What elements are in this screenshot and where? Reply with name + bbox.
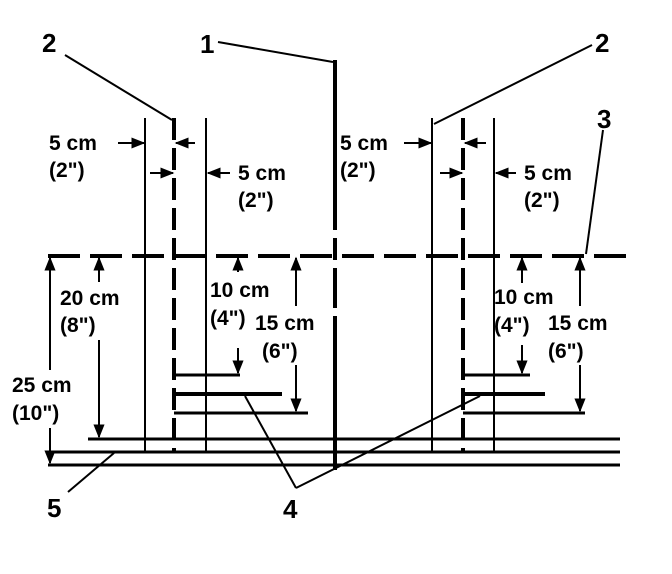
- leader-5: [67, 452, 115, 493]
- dim-label-left-15cm: 15 cm: [255, 312, 315, 335]
- leader-2-left: [64, 54, 173, 121]
- dim-label-left-top-in: (2"): [49, 159, 85, 182]
- leader-2-right: [433, 44, 593, 125]
- callout-2-left: 2: [42, 28, 56, 58]
- dim-label-left-4in: (4"): [210, 307, 246, 330]
- dim-label-left-top-cm: 5 cm: [49, 132, 97, 155]
- callout-4: 4: [283, 494, 298, 524]
- dim-label-25cm: 25 cm: [12, 374, 72, 397]
- dim-label-right-4in: (4"): [494, 314, 530, 337]
- dim-label-left-10cm: 10 cm: [210, 279, 270, 302]
- callout-3: 3: [597, 104, 611, 134]
- dim-label-20cm: 20 cm: [60, 287, 120, 310]
- callout-1: 1: [200, 29, 214, 59]
- leader-4-left: [244, 395, 297, 489]
- dim-label-right-top-in: (2"): [340, 159, 376, 182]
- dim-label-right-mid-in: (2"): [524, 189, 560, 212]
- dim-label-left-mid-cm: 5 cm: [238, 162, 286, 185]
- dim-label-right-top-cm: 5 cm: [340, 132, 388, 155]
- dim-label-8in: (8"): [60, 314, 96, 337]
- dim-label-left-mid-in: (2"): [238, 189, 274, 212]
- dim-label-10in: (10"): [12, 402, 59, 425]
- callout-5: 5: [47, 493, 61, 523]
- leader-1: [217, 41, 334, 63]
- dim-label-right-10cm: 10 cm: [494, 286, 554, 309]
- dim-label-right-6in: (6"): [548, 340, 584, 363]
- dim-label-left-6in: (6"): [262, 340, 298, 363]
- dim-label-right-mid-cm: 5 cm: [524, 162, 572, 185]
- dim-label-right-15cm: 15 cm: [548, 312, 608, 335]
- leader-4-right: [295, 395, 481, 489]
- leader-3: [585, 129, 604, 255]
- callout-2-right: 2: [595, 28, 609, 58]
